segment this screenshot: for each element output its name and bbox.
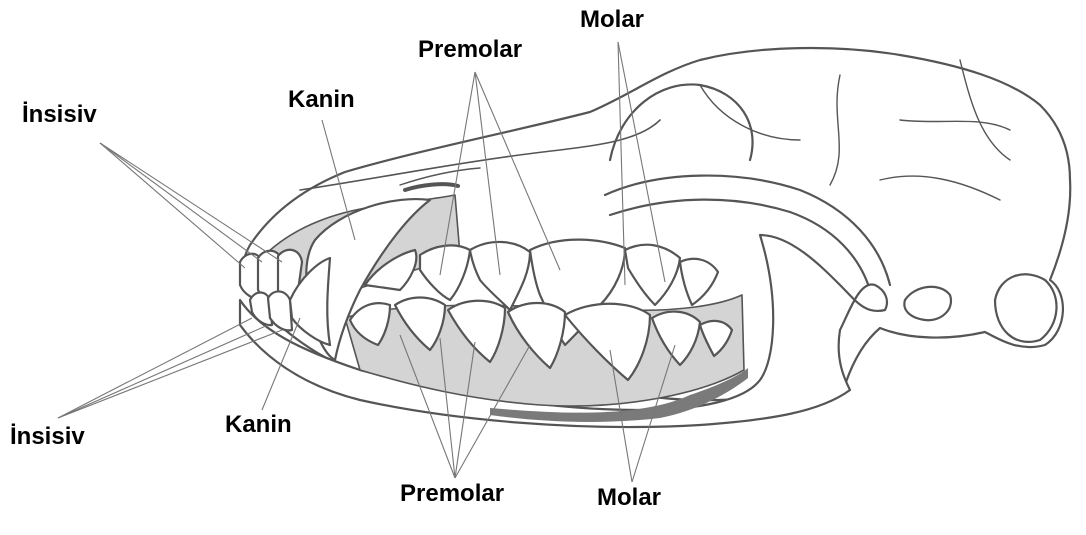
label-lower-molar: Molar bbox=[597, 486, 661, 510]
ear-canal bbox=[904, 287, 951, 320]
label-lower-incisor: İnsisiv bbox=[10, 425, 85, 449]
label-upper-incisor: İnsisiv bbox=[22, 103, 97, 127]
tympanic-bulla bbox=[995, 274, 1056, 342]
label-upper-molar: Molar bbox=[580, 8, 644, 32]
label-lower-premolar: Premolar bbox=[400, 482, 504, 506]
label-lower-canine: Kanin bbox=[225, 413, 292, 437]
label-upper-premolar: Premolar bbox=[418, 38, 522, 62]
leader-upper-incisor bbox=[100, 143, 262, 262]
leader-lower-incisor bbox=[58, 325, 268, 418]
label-upper-canine: Kanin bbox=[288, 88, 355, 112]
leader-lower-incisor bbox=[58, 330, 282, 418]
leader-upper-incisor bbox=[100, 143, 282, 262]
leader-lower-incisor bbox=[58, 318, 252, 418]
leader-upper-incisor bbox=[100, 143, 245, 268]
